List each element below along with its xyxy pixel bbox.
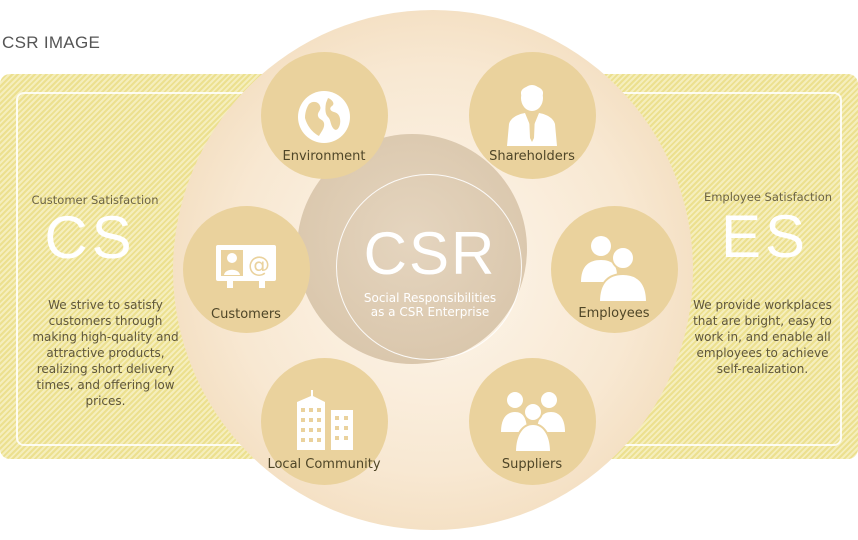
globe-icon <box>298 91 350 143</box>
group-icon <box>501 392 565 453</box>
employee-desc-line: employees to achieve <box>696 346 829 360</box>
node-environment-label: Environment <box>282 149 366 164</box>
page-title: CSR IMAGE <box>2 33 101 52</box>
buildings-icon <box>297 390 353 450</box>
csr-inner-outline <box>336 174 522 360</box>
csr-title: CSR <box>363 220 497 287</box>
node-employees-label: Employees <box>578 306 650 321</box>
node-customers-label: Customers <box>211 307 281 322</box>
customer-desc-line: attractive products, <box>46 346 165 360</box>
customer-desc-line: customers through <box>48 314 163 328</box>
node-local-community: Local Community <box>261 358 388 485</box>
svg-text:@: @ <box>248 253 270 278</box>
employee-satisfaction-label: Employee Satisfaction <box>703 190 833 204</box>
people-icon <box>581 236 649 303</box>
es-code: ES <box>720 203 810 270</box>
employee-desc-line: that are bright, easy to <box>693 314 832 328</box>
node-suppliers-label: Suppliers <box>501 457 563 472</box>
node-customers: @ Customers <box>183 206 310 333</box>
customer-desc-line: prices. <box>85 394 126 408</box>
customer-description: We strive to satisfy customers through m… <box>18 297 193 409</box>
csr-subtitle-line: Social Responsibilities <box>363 291 497 305</box>
customer-desc-line: realizing short delivery <box>36 362 175 376</box>
employee-desc-line: self-realization. <box>716 362 809 376</box>
customer-satisfaction-label: Customer Satisfaction <box>31 193 159 207</box>
csr-subtitle-line: as a CSR Enterprise <box>370 305 490 319</box>
customer-desc-line: times, and offering low <box>36 378 175 392</box>
node-environment: Environment <box>261 52 388 179</box>
node-local-community-label: Local Community <box>267 457 381 472</box>
node-shareholders-label: Shareholders <box>489 149 575 164</box>
csr-subtitle: Social Responsibilities as a CSR Enterpr… <box>330 291 530 319</box>
employee-desc-line: We provide workplaces <box>693 298 832 312</box>
node-shareholders: Shareholders <box>469 52 596 179</box>
customer-desc-line: making high-quality and <box>32 330 179 344</box>
customer-desc-line: We strive to satisfy <box>48 298 163 312</box>
businessman-icon <box>507 85 557 146</box>
cs-code: CS <box>44 204 136 271</box>
employee-description: We provide workplaces that are bright, e… <box>680 297 845 377</box>
node-employees: Employees <box>551 206 678 333</box>
contact-card-icon: @ <box>216 245 276 288</box>
node-suppliers: Suppliers <box>469 358 596 485</box>
employee-desc-line: work in, and enable all <box>694 330 831 344</box>
